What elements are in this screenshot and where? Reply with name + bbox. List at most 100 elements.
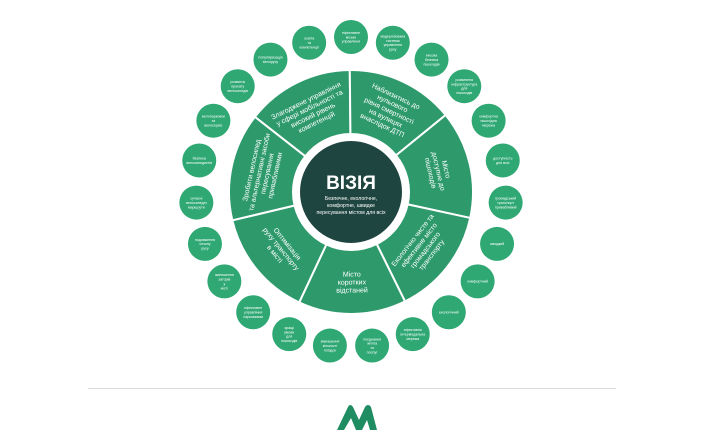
- outer-node-text: пішохідна: [480, 119, 496, 123]
- outer-node-text: маршрути: [188, 205, 205, 209]
- outer-node-text: безпека: [425, 58, 438, 62]
- vision-title: ВІЗІЯ: [326, 173, 376, 194]
- outer-node-circle: [488, 185, 523, 220]
- outer-node-text: управління: [342, 40, 360, 44]
- outer-node-circle: [471, 103, 506, 138]
- outer-node-text: руху: [389, 48, 397, 52]
- outer-node-circle: [253, 42, 288, 77]
- outer-node-text: велосервіс: [204, 123, 222, 127]
- outer-node-text: мережа: [406, 337, 419, 341]
- outer-node-text: розвинена: [456, 78, 474, 82]
- vision-circle: [298, 139, 404, 245]
- outer-node-text: безпека: [193, 157, 206, 161]
- outer-node-text: пішоходів: [456, 91, 472, 95]
- outer-node-text: кількості: [323, 344, 337, 348]
- svg-text:комфортний: комфортний: [467, 280, 488, 284]
- outer-node-circle: [334, 20, 368, 54]
- outer-node: екологічний: [431, 295, 466, 330]
- outer-node-text: сезону: [199, 242, 210, 246]
- mobility-logo-icon: [337, 405, 377, 430]
- outer-node-circle: [220, 69, 255, 104]
- outer-node-text: пішоходів: [423, 62, 439, 66]
- outer-node-text: місті: [221, 286, 229, 290]
- outer-node-text: управління: [244, 311, 262, 315]
- outer-node-circle: [187, 226, 222, 261]
- outer-node-text: умови: [284, 330, 294, 334]
- outer-node-text: велосипедів: [228, 89, 248, 93]
- outer-node-text: велосипедні: [186, 201, 207, 205]
- goal-segment-text: коротких: [338, 279, 367, 286]
- outer-node: швидкий: [480, 226, 515, 261]
- outer-node-text: інфраструктура: [451, 82, 477, 86]
- vision-subtitle-line: пересування містом для всіх: [316, 210, 385, 216]
- outer-node-text: для: [286, 335, 292, 339]
- goal-ring: Злагоджене управлінняу сфері мобільності…: [228, 68, 474, 315]
- outer-node-text: громадський: [495, 196, 516, 200]
- svg-text:екологічний: екологічний: [439, 311, 459, 315]
- outer-node-text: транспорт: [497, 201, 514, 205]
- outer-node-text: ефективне: [244, 306, 262, 310]
- outer-node-text: послуг: [367, 350, 379, 354]
- outer-node-text: руху: [201, 247, 209, 251]
- outer-node-circle: [236, 295, 271, 330]
- outer-node-text: поєднання: [363, 337, 381, 341]
- outer-node-text: прокату: [231, 85, 244, 89]
- outer-node-text: швидкий: [490, 242, 504, 246]
- vision-center: ВІЗІЯ Безпечне, екологічне,комфортне, шв…: [298, 139, 404, 245]
- outer-node-circle: [312, 328, 347, 363]
- outer-node-text: ефективна: [404, 328, 422, 332]
- outer-node-text: поїздок: [324, 348, 337, 352]
- vision-subtitle-line: комфортне, швидке: [327, 203, 375, 209]
- outer-node-text: пішоходів: [281, 339, 297, 343]
- goal-segment-text: відстаней: [336, 286, 368, 294]
- outer-node-text: зменшення: [320, 339, 339, 343]
- divider-line: [88, 388, 616, 389]
- outer-node-text: компетенції: [300, 45, 319, 49]
- outer-node-text: зменшення: [215, 273, 234, 277]
- outer-node-text: привабливий: [495, 205, 517, 209]
- outer-node-text: комфортна: [479, 115, 498, 119]
- outer-node-text: заторів: [218, 277, 230, 281]
- outer-node-text: інтермодальна: [400, 332, 425, 336]
- outer-node-text: подовження: [195, 238, 215, 242]
- outer-node-circle: [196, 103, 231, 138]
- outer-node-text: ефективне: [342, 31, 360, 35]
- goal-segment-text: Місто: [343, 270, 361, 278]
- outer-node-text: висока: [426, 53, 437, 57]
- outer-node-text: освіта: [304, 37, 314, 41]
- outer-node-text: управління: [384, 43, 402, 47]
- outer-node-circle: [395, 317, 430, 352]
- outer-node-circle: [179, 185, 214, 220]
